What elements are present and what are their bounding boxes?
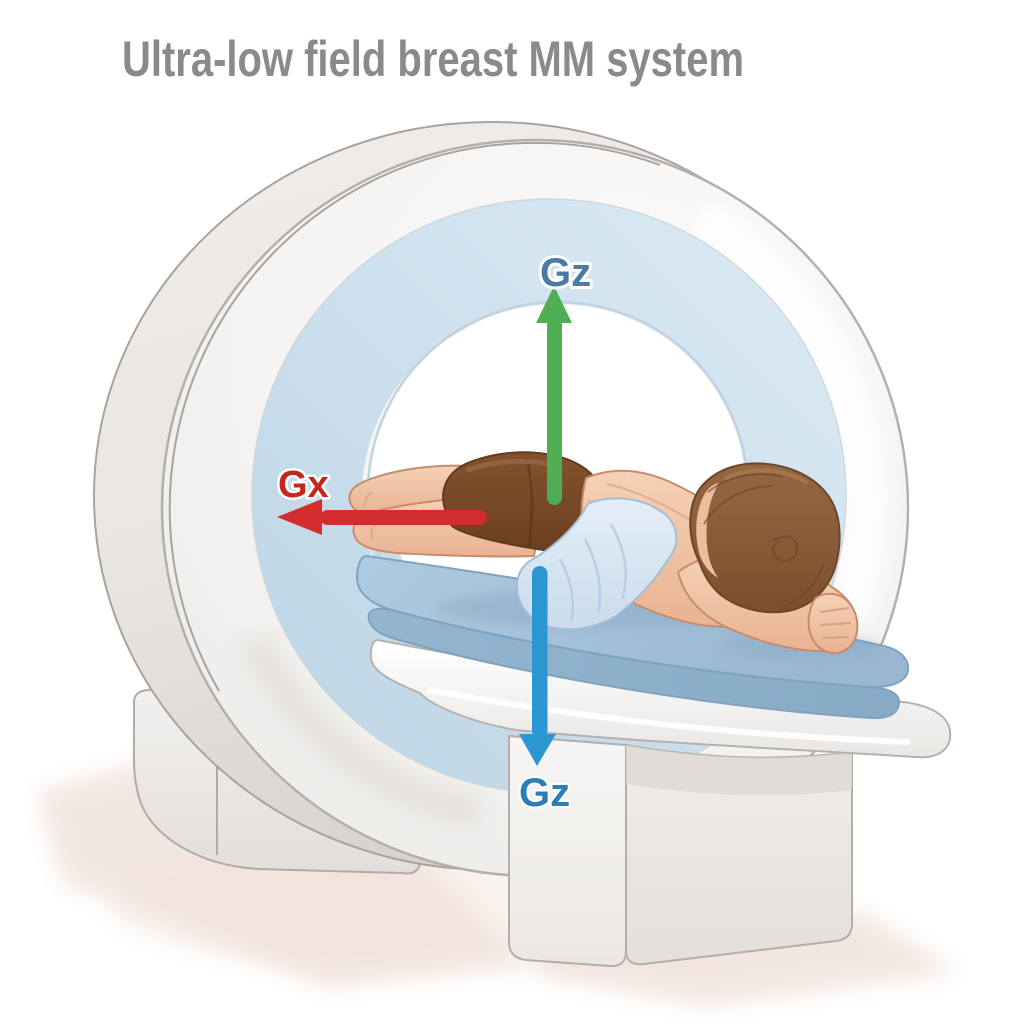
figure-title: Ultra-low field breast MM system [122,31,744,87]
pedestal-side-face [625,743,853,966]
chest-wrap [515,497,678,631]
gz-down-label: Gz [519,771,570,815]
gantry-face-highlight [688,202,888,629]
gz-up-label: Gz [540,251,591,295]
wrap-folds [558,523,628,622]
finger-lines [819,607,852,639]
gx-left-arrowhead [277,499,322,535]
hair-swirl [772,535,799,562]
hair-strands [703,473,825,609]
gantry-face-shading [237,631,485,831]
shorts-highlight [465,458,551,473]
gz-down-arrow-shaft [532,566,548,738]
hair-highlight [724,468,808,484]
gantry-seam-line [168,141,661,692]
patient-face-edge [696,483,719,578]
table-deck-highlight [427,687,911,745]
gx-left-arrow-icon [277,499,487,535]
gx-left-label: Gx [278,464,329,506]
shorts-cleft [525,457,534,548]
gz-up-arrowhead [536,286,572,323]
gz-up-arrow-shaft [547,318,562,505]
mattress-front [367,607,901,720]
pedestal-top-shadow-band [626,745,852,796]
gz-up-arrow-icon [536,286,572,505]
gz-down-arrow-icon [519,566,556,766]
gx-left-arrow-shaft [320,510,487,525]
gz-down-arrowhead [519,734,556,766]
